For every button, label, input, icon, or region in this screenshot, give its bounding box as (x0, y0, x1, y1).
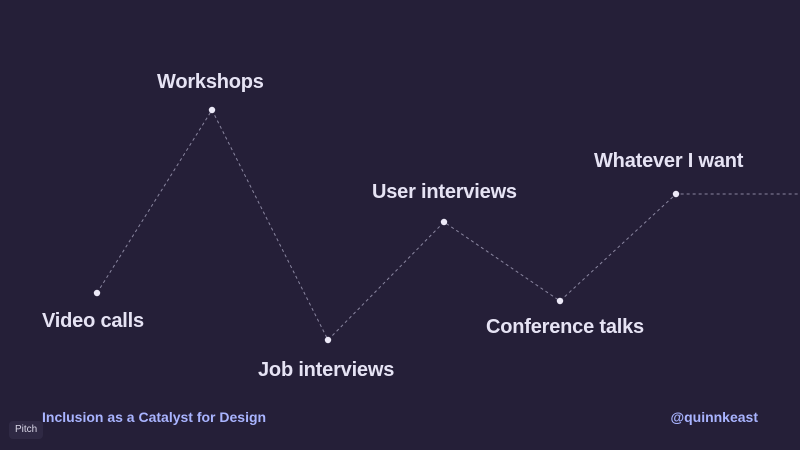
pitch-badge[interactable]: Pitch (9, 421, 44, 439)
milestone-label-user-interviews: User interviews (372, 181, 517, 203)
node-job (324, 336, 332, 344)
milestone-label-whatever-i-want: Whatever I want (594, 150, 744, 172)
footer-author-handle: @quinnkeast (670, 409, 758, 425)
footer-presentation-title: Inclusion as a Catalyst for Design (42, 409, 267, 425)
milestone-label-video-calls: Video calls (42, 310, 144, 332)
node-workshops (208, 106, 216, 114)
milestone-label-job-interviews: Job interviews (258, 359, 395, 381)
node-user (440, 218, 448, 226)
journey-line (96, 108, 800, 341)
node-conf (556, 297, 564, 305)
milestone-label-workshops: Workshops (157, 71, 264, 93)
node-whatever (672, 190, 680, 198)
milestone-label-conference-talks: Conference talks (486, 316, 644, 338)
node-video (93, 289, 101, 297)
